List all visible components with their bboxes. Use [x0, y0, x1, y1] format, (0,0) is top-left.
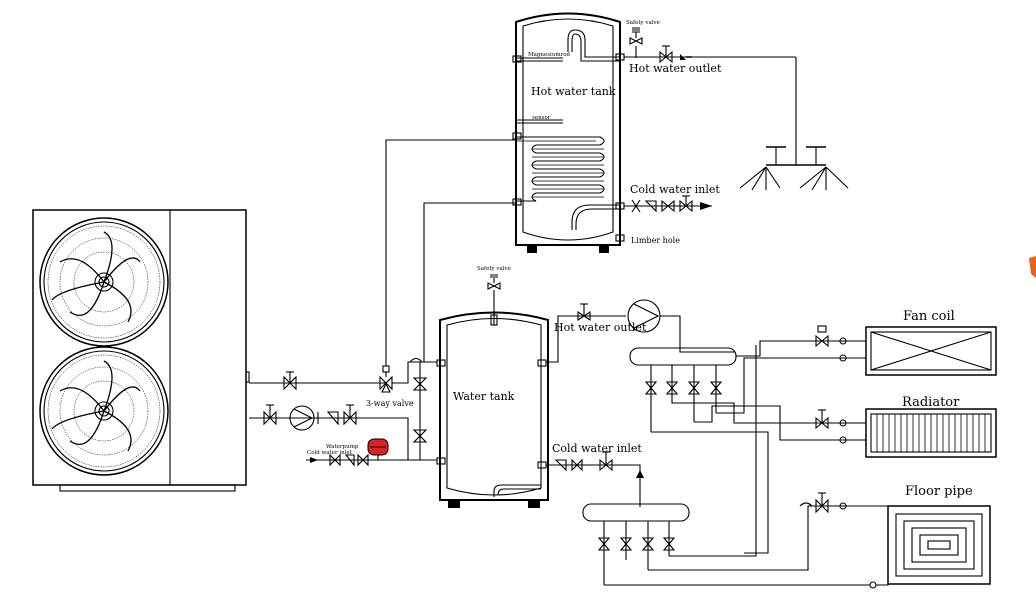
manifold-lower [582, 503, 690, 585]
fan-icon [39, 217, 169, 347]
hot-water-outlet-line [624, 45, 796, 64]
fan-coil-unit [815, 325, 997, 376]
safety-valve-icon [487, 274, 501, 300]
piping-network [249, 139, 516, 467]
label-sensor: sensor [532, 115, 551, 121]
label-cold-water-inlet-mid: Cold water inlet [552, 442, 642, 455]
label-safety-valve-mid: Safety valve [477, 266, 511, 272]
manifold-upper [629, 347, 737, 432]
label-hot-water-outlet-mid: Hot water outlet [554, 321, 647, 334]
heating-coil [516, 136, 605, 202]
label-cold-water-inlet-top: Cold water inlet [630, 183, 720, 196]
label-cold-water-inlet-left: Cold water inlet [307, 450, 353, 456]
shower-fixture-icon [739, 57, 849, 191]
label-fan-coil: Fan coil [903, 309, 955, 324]
hot-water-tank [512, 12, 625, 253]
three-way-valve-icon [379, 365, 393, 393]
fan-icon [39, 346, 169, 476]
label-hot-water-outlet-top: Hot water outlet [629, 62, 722, 75]
label-limber-hole: Limber hole [631, 236, 680, 245]
label-magnesium-rod: Magnesiumrod [528, 52, 571, 58]
pump-icon [289, 405, 315, 431]
cold-water-inlet-line-top [624, 195, 712, 213]
water-tank [436, 300, 549, 508]
safety-valve-icon [629, 27, 643, 58]
label-floor-pipe: Floor pipe [905, 484, 973, 499]
floor-pipe-unit [799, 492, 991, 589]
heat-pump-unit [32, 209, 250, 492]
heating-circuit [546, 299, 997, 589]
label-three-way-valve: 3-way valve [366, 399, 414, 408]
edge-mark-icon [1029, 256, 1036, 278]
radiator-unit [815, 408, 997, 458]
label-safety-valve-top: Safety valve [626, 20, 660, 26]
label-water-tank: Water tank [453, 390, 515, 403]
label-waterpump: Waterpump [326, 444, 359, 450]
label-hot-water-tank: Hot water tank [531, 85, 616, 98]
expansion-tank-icon [367, 438, 389, 460]
label-radiator: Radiator [902, 395, 960, 410]
